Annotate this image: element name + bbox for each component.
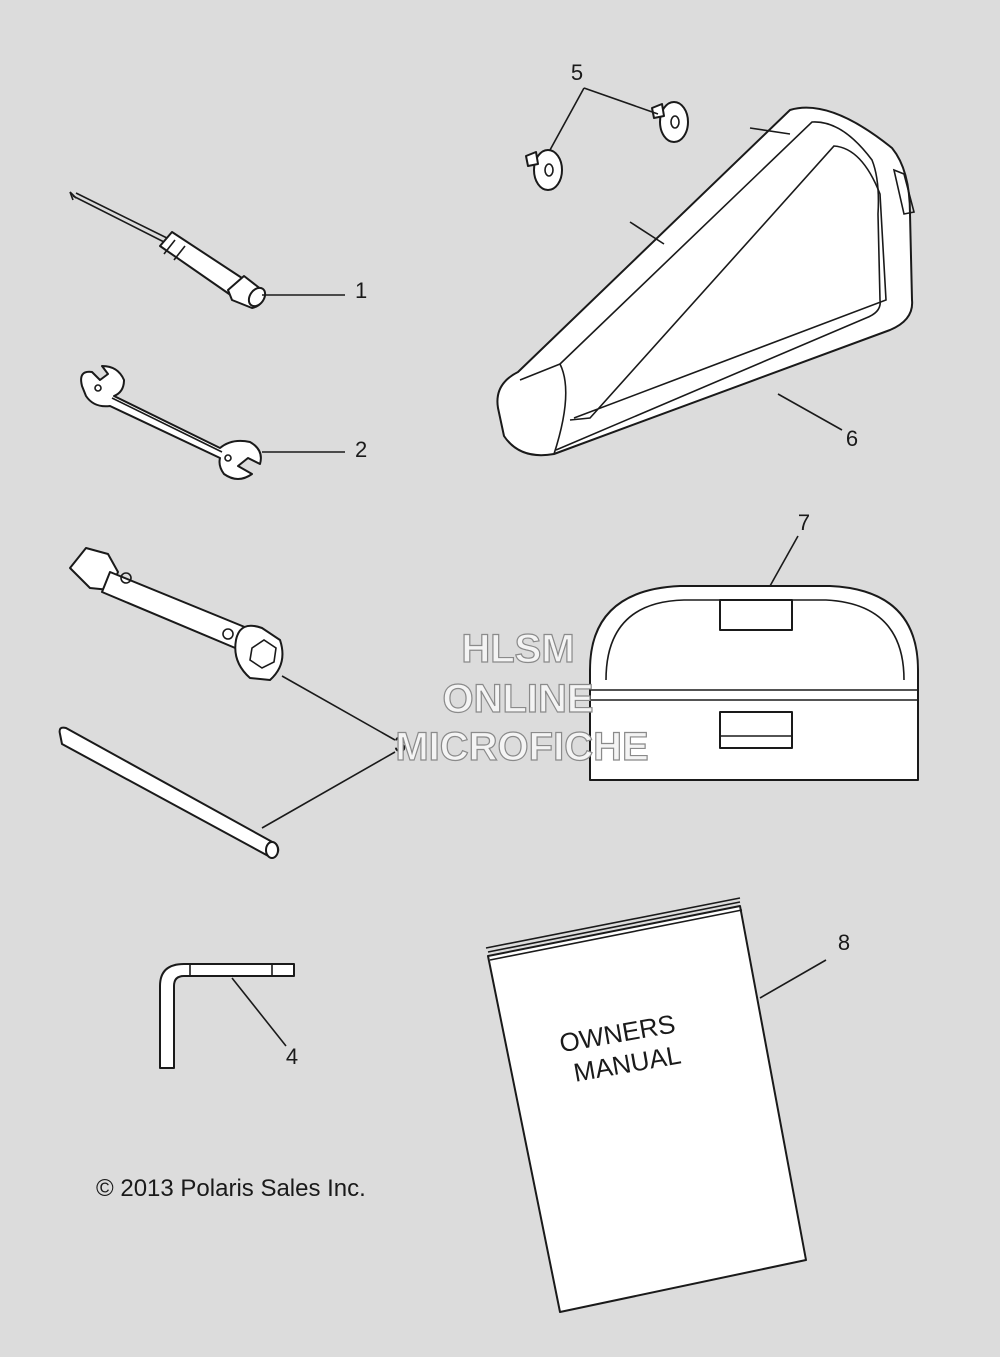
watermark-line3: MICROFICHE	[395, 725, 648, 769]
callout-7: 7	[798, 510, 810, 535]
callout-2: 2	[355, 437, 367, 462]
watermark-line2: ONLINE	[442, 677, 593, 721]
screwdriver-icon	[69, 191, 267, 309]
socket-wrench-icon	[69, 547, 284, 681]
callout-8: 8	[838, 930, 850, 955]
tommy-bar-icon	[58, 726, 280, 859]
hex-key-icon	[159, 963, 295, 1069]
watermark: HLSM ONLINE MICROFICHE	[395, 626, 650, 769]
tool-case-icon	[589, 585, 919, 781]
watermark-line1: HLSM	[461, 627, 574, 671]
open-end-wrench-icon	[80, 365, 262, 480]
callout-3: 3	[394, 732, 406, 757]
tool-pouch-icon	[496, 106, 915, 457]
callout-4: 4	[286, 1044, 298, 1069]
copyright-notice: © 2013 Polaris Sales Inc.	[96, 1175, 366, 1202]
callout-1: 1	[355, 278, 367, 303]
push-rivet-icon	[525, 101, 689, 191]
callout-6: 6	[846, 426, 858, 451]
callout-5: 5	[571, 60, 583, 85]
manual-booklet-icon: OWNERS MANUAL	[485, 897, 807, 1313]
